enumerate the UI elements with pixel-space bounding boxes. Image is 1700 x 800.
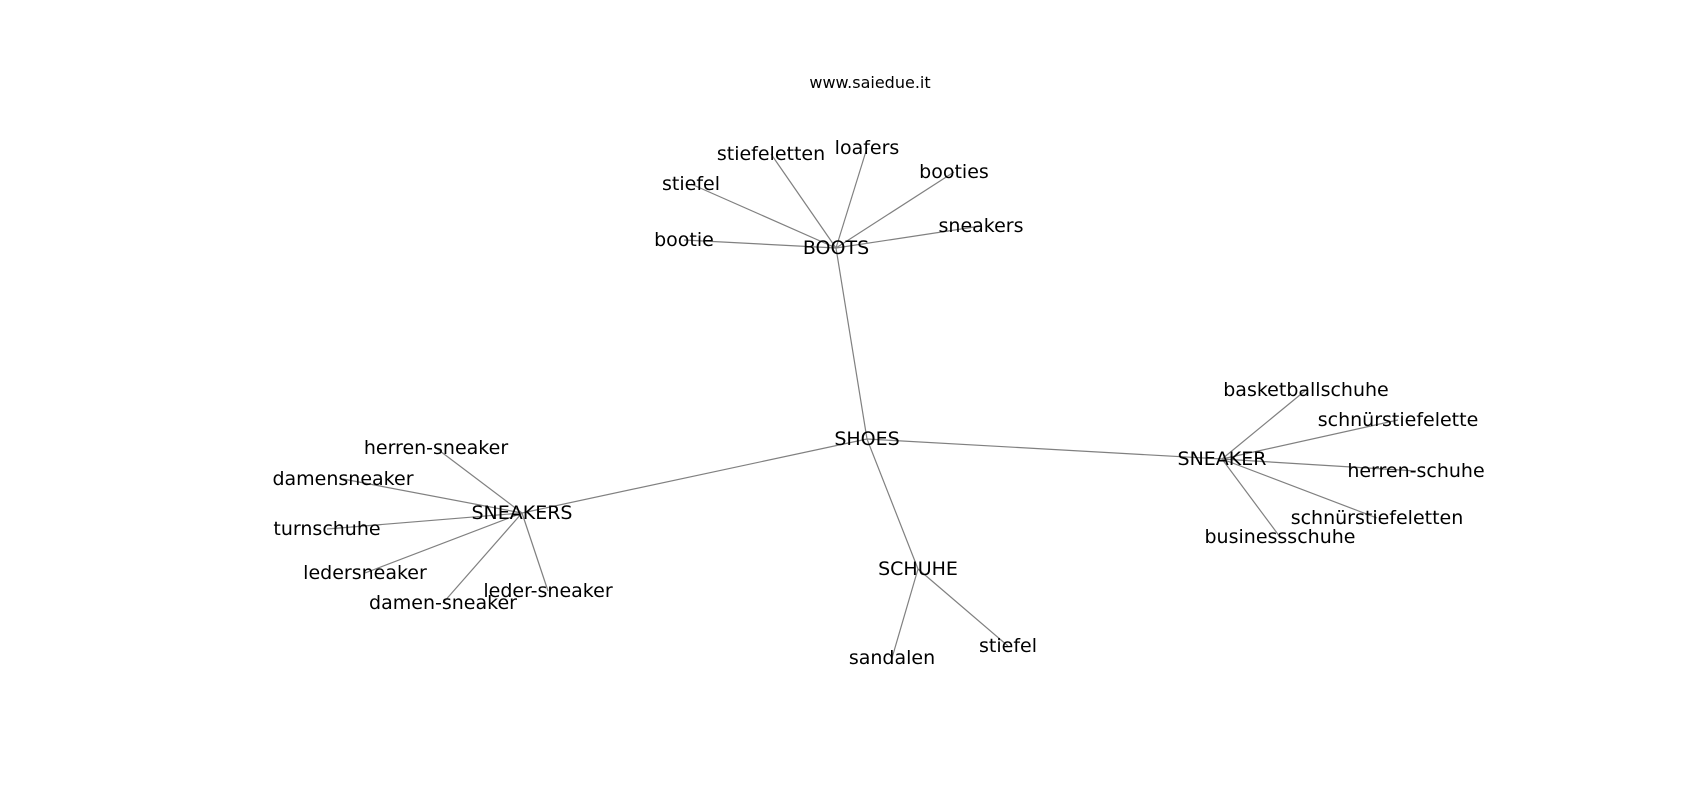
leaf-node-sn_ledersneaker: ledersneaker bbox=[303, 562, 427, 584]
edges-layer bbox=[326, 147, 1417, 659]
edge-schuhe-sc_sandalen bbox=[891, 568, 919, 659]
edge-shoes-sneakers_hub bbox=[521, 438, 868, 514]
edge-boots-boots_booties bbox=[835, 171, 955, 249]
edge-sneaker_hub-sk_herren_schuhe bbox=[1221, 458, 1417, 472]
hub-node-shoes: SHOES bbox=[834, 428, 899, 450]
leaf-node-sc_sandalen: sandalen bbox=[849, 647, 935, 669]
leaf-node-sn_damensneaker: damensneaker bbox=[272, 468, 413, 490]
hub-node-sneakers_hub: SNEAKERS bbox=[471, 502, 572, 524]
hub-node-sneaker_hub: SNEAKER bbox=[1178, 448, 1267, 470]
leaf-node-sk_basketballschuhe: basketballschuhe bbox=[1223, 379, 1389, 401]
leaf-node-boots_bootie: bootie bbox=[654, 229, 714, 251]
edge-boots-boots_bootie bbox=[683, 239, 837, 249]
edge-boots-boots_loafers bbox=[835, 147, 868, 249]
edge-schuhe-sc_stiefel bbox=[917, 568, 1009, 647]
leaf-node-sn_herren_sneaker: herren-sneaker bbox=[364, 437, 508, 459]
edge-sneakers_hub-sn_ledersneaker bbox=[364, 512, 523, 574]
hub-node-boots: BOOTS bbox=[803, 237, 869, 259]
leaf-node-sk_schnuerstiefelette: schnürstiefelette bbox=[1318, 409, 1479, 431]
edge-boots-boots_sneakers bbox=[835, 225, 982, 249]
leaf-node-sk_schnuerstiefeletten: schnürstiefeletten bbox=[1291, 507, 1464, 529]
leaf-node-sk_businessschuhe: businessschuhe bbox=[1205, 526, 1356, 548]
leaf-node-boots_loafers: loafers bbox=[835, 137, 900, 159]
edge-sneaker_hub-sk_schnuerstiefeletten bbox=[1221, 458, 1378, 519]
edge-shoes-sneaker_hub bbox=[866, 438, 1223, 460]
leaf-node-sn_turnschuhe: turnschuhe bbox=[273, 518, 380, 540]
hub-node-schuhe: SCHUHE bbox=[878, 558, 958, 580]
edge-sneakers_hub-sn_damensneaker bbox=[342, 478, 523, 514]
edge-sneaker_hub-sk_basketballschuhe bbox=[1221, 389, 1307, 460]
nodes-layer: SHOES BOOTS SNEAKERS SNEAKER SCHUHE stiefel st… bbox=[272, 137, 1484, 669]
leaf-node-boots_stiefel: stiefel bbox=[662, 173, 720, 195]
edge-sneakers_hub-sn_damen_sneaker bbox=[442, 512, 523, 604]
leaf-node-sc_stiefel: stiefel bbox=[979, 635, 1037, 657]
edge-sneakers_hub-sn_turnschuhe bbox=[326, 512, 523, 530]
edge-shoes-schuhe bbox=[866, 438, 919, 570]
edge-sneakers_hub-sn_leder_sneaker bbox=[521, 512, 549, 592]
leaf-node-boots_booties: booties bbox=[919, 161, 989, 183]
source-caption: www.saiedue.it bbox=[809, 73, 930, 92]
leaf-node-boots_stiefeletten: stiefeletten bbox=[717, 143, 825, 165]
edge-boots-boots_stiefeletten bbox=[770, 153, 837, 249]
edge-boots-boots_stiefel bbox=[690, 183, 837, 249]
edge-shoes-boots bbox=[835, 247, 868, 440]
leaf-node-sn_damen_sneaker: damen-sneaker bbox=[369, 592, 517, 614]
edge-sneaker_hub-sk_schnuerstiefelette bbox=[1221, 419, 1399, 460]
edge-sneaker_hub-sk_businessschuhe bbox=[1221, 458, 1281, 538]
leaf-node-boots_sneakers: sneakers bbox=[939, 215, 1024, 237]
edge-sneakers_hub-sn_herren_sneaker bbox=[435, 447, 523, 514]
leaf-node-sn_leder_sneaker: leder-sneaker bbox=[483, 580, 612, 602]
leaf-node-sk_herren_schuhe: herren-schuhe bbox=[1347, 460, 1484, 482]
